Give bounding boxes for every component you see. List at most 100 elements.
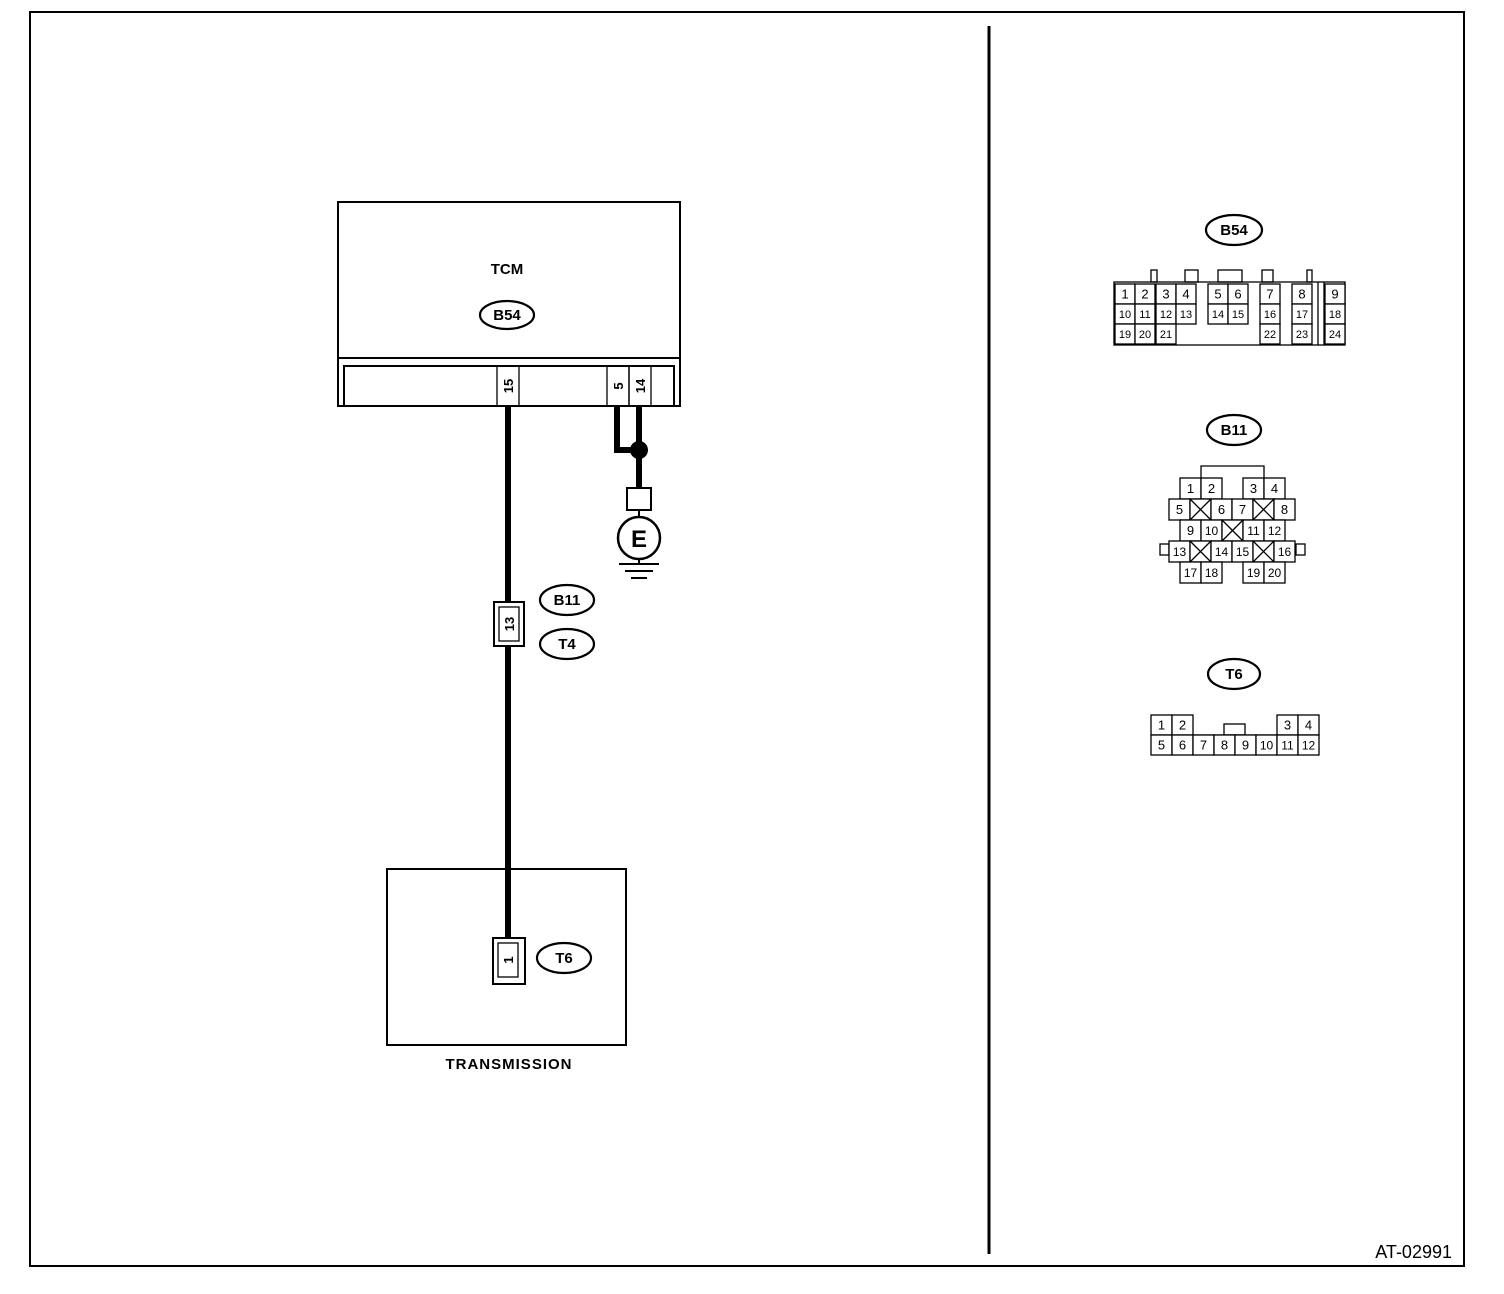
tcm-connector-id: B54 [493, 307, 521, 324]
tcm-pin-15: 15 [501, 379, 516, 393]
transmission-connector-id: T6 [555, 950, 573, 967]
figure-id: AT-02991 [1375, 1242, 1452, 1262]
t6-pin-label: 1 [1158, 718, 1165, 733]
b54-pin-label: 2 [1141, 287, 1148, 302]
b54-pin-label: 12 [1160, 309, 1172, 321]
b54-pin-label: 5 [1214, 287, 1221, 302]
connector-view-t6-oval [1206, 657, 1262, 691]
tcm-module: TCM B54 15 5 14 [337, 201, 681, 407]
b54-pin-label: 13 [1180, 309, 1192, 321]
b11-pin-cell [1263, 561, 1286, 584]
inline-connector-oval-t4 [538, 627, 596, 661]
transmission-box [386, 868, 627, 1046]
b11-pin-label: 7 [1239, 502, 1246, 517]
b11-pin-label: 12 [1268, 524, 1282, 538]
b54-pin-label: 16 [1264, 309, 1276, 321]
tcm-label: TCM [491, 261, 524, 278]
b54-pin-label: 18 [1329, 309, 1341, 321]
transmission-label: TRANSMISSION [445, 1056, 572, 1073]
ground-label: E [631, 526, 647, 553]
t6-pin-label: 11 [1281, 738, 1294, 752]
tcm-pin-5: 5 [611, 382, 626, 389]
t6-latch [1223, 723, 1246, 736]
b54-latch-1 [1150, 269, 1158, 283]
b54-pin-label: 10 [1119, 309, 1131, 321]
b54-latch-2 [1184, 269, 1199, 283]
b11-pin-label: 9 [1187, 523, 1194, 538]
inline-connector-outer [493, 601, 525, 647]
connector-view-b54-title: B54 [1220, 222, 1248, 239]
b54-pin-cell [1175, 303, 1197, 325]
b11-pin-label: 14 [1215, 545, 1229, 559]
b11-pin-label: 6 [1218, 502, 1225, 517]
b54-pin-label: 8 [1298, 287, 1305, 302]
b54-pin-label: 17 [1296, 309, 1308, 321]
b11-blank-cavity-cross [1221, 519, 1244, 542]
b11-pin-label: 3 [1250, 481, 1257, 496]
t6-pin-label: 9 [1242, 738, 1249, 753]
t6-pin-label: 7 [1200, 738, 1207, 753]
connector-view-b11-oval [1205, 413, 1263, 447]
t6-pin-label: 5 [1158, 738, 1165, 753]
transmission-connector-pin: 1 [501, 956, 516, 963]
b54-pin-label: 21 [1160, 329, 1172, 341]
b54-latch-4 [1261, 269, 1274, 283]
b54-pin-label: 9 [1331, 287, 1338, 302]
t6-pin-label: 2 [1179, 718, 1186, 733]
t6-pin-label: 10 [1260, 738, 1274, 752]
inline-connector-oval-b11 [538, 583, 596, 617]
b11-pin-label: 4 [1271, 481, 1278, 496]
t6-pin-label: 3 [1284, 718, 1291, 733]
b54-pin-label: 23 [1296, 329, 1308, 341]
b54-pin-label: 6 [1234, 287, 1241, 302]
ground-symbol: E [616, 487, 662, 579]
b54-latch-5 [1306, 269, 1313, 283]
b11-pin-label: 8 [1281, 502, 1288, 517]
b11-pin-label: 18 [1205, 566, 1219, 580]
b11-blank-cavity-cross [1189, 498, 1212, 521]
b54-pin-label: 24 [1329, 329, 1341, 341]
b54-pin-label: 3 [1162, 287, 1169, 302]
transmission-connector-inner [497, 942, 519, 978]
b11-pin-label: 5 [1176, 502, 1183, 517]
b54-pin-label: 7 [1266, 287, 1273, 302]
connector-view-b54-oval [1204, 213, 1264, 247]
b54-pin-cell [1259, 323, 1281, 345]
transmission-connector-outer [492, 937, 526, 985]
b54-pin-cell [1227, 303, 1249, 325]
b11-pin-label: 13 [1173, 545, 1187, 559]
transmission-module: 1 T6 TRANSMISSION [386, 868, 627, 1073]
ground-splice-dot [630, 441, 648, 459]
b11-pin-label: 16 [1278, 545, 1292, 559]
b11-top-lock [1200, 465, 1265, 478]
b11-blank-cavity-cross [1252, 540, 1275, 563]
b11-pin-label: 1 [1187, 481, 1194, 496]
connector-view-t6-title: T6 [1225, 666, 1243, 683]
t6-pin-label: 6 [1179, 738, 1186, 753]
connector-view-b11-title: B11 [1221, 422, 1248, 439]
b54-latch-3 [1217, 269, 1243, 283]
b11-pin-label: 15 [1236, 545, 1250, 559]
b54-pin-label: 11 [1139, 309, 1150, 321]
t6-pin-label: 12 [1302, 738, 1316, 752]
b11-side-tab-right [1295, 543, 1306, 556]
b11-blank-cavity-cross [1189, 540, 1212, 563]
b11-pin-label: 2 [1208, 481, 1215, 496]
outer-frame [29, 11, 1465, 1267]
inline-connector-pin: 13 [502, 617, 517, 631]
b11-blank-cavity-cross [1252, 498, 1275, 521]
t6-pin-cell [1297, 734, 1320, 756]
b11-side-tab-left [1159, 543, 1170, 556]
b11-pin-label: 17 [1184, 566, 1198, 580]
b54-pin-label: 1 [1121, 287, 1128, 302]
tcm-connector-id-oval [478, 299, 536, 331]
b11-pin-label: 20 [1268, 566, 1282, 580]
ground-terminal [626, 487, 652, 511]
b11-pin-label: 11 [1247, 524, 1260, 538]
b54-pin-label: 19 [1119, 329, 1131, 341]
t6-pin-label: 4 [1305, 718, 1312, 733]
